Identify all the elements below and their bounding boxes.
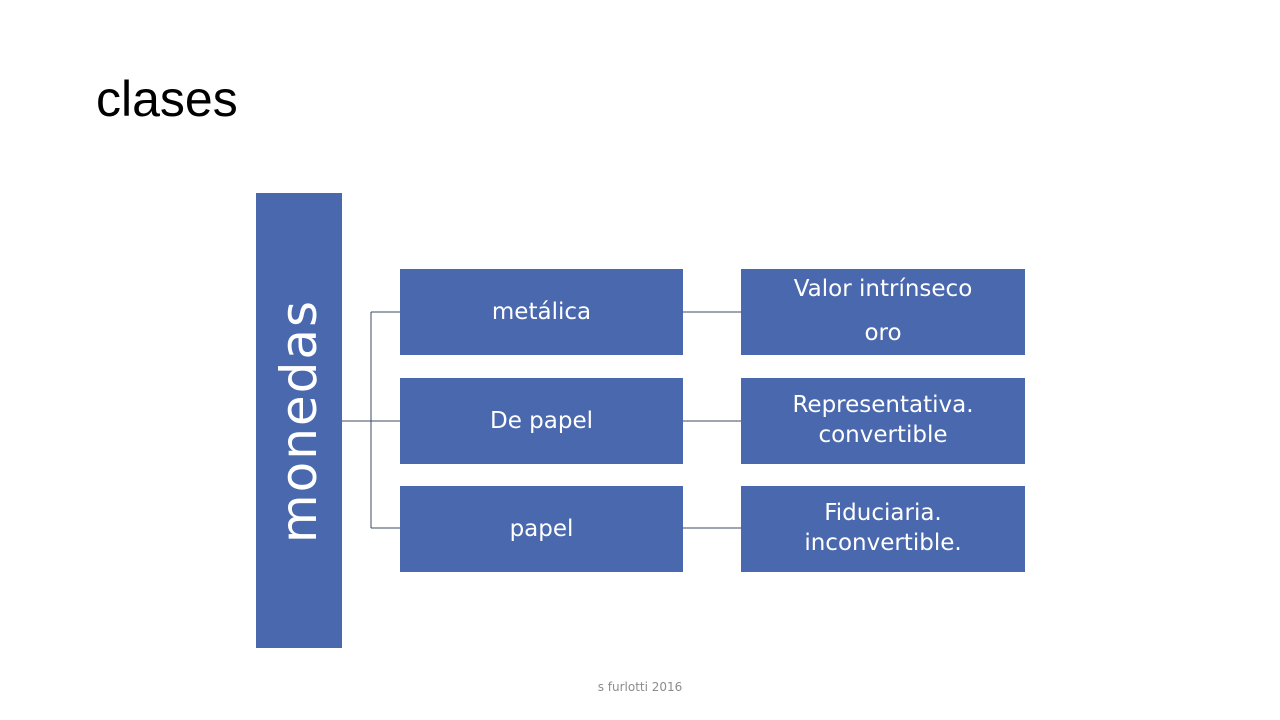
slide-title: clases <box>96 71 238 127</box>
detail-node-papel: Fiduciaria. inconvertible. <box>741 486 1025 572</box>
detail-line: Fiduciaria. <box>824 500 942 527</box>
branch-node-metalica: metálica <box>400 269 683 355</box>
root-node-label: monedas <box>270 298 328 543</box>
branch-node-de-papel: De papel <box>400 378 683 464</box>
detail-line: inconvertible. <box>804 530 962 556</box>
detail-line: convertible <box>818 422 948 448</box>
slide-footer: s furlotti 2016 <box>597 680 683 694</box>
branch-node-label: papel <box>509 516 574 542</box>
branch-node-papel: papel <box>400 486 683 572</box>
detail-line: Representativa. <box>792 392 974 419</box>
branch-node-label: metálica <box>491 299 592 325</box>
branch-node-label: De papel <box>489 408 593 434</box>
detail-node-de-papel: Representativa. convertible <box>741 378 1025 464</box>
detail-line: Valor intrínseco <box>793 276 973 303</box>
detail-line: oro <box>864 320 902 346</box>
root-node-monedas: monedas <box>256 193 342 648</box>
detail-node-metalica: Valor intrínseco oro <box>741 269 1025 355</box>
